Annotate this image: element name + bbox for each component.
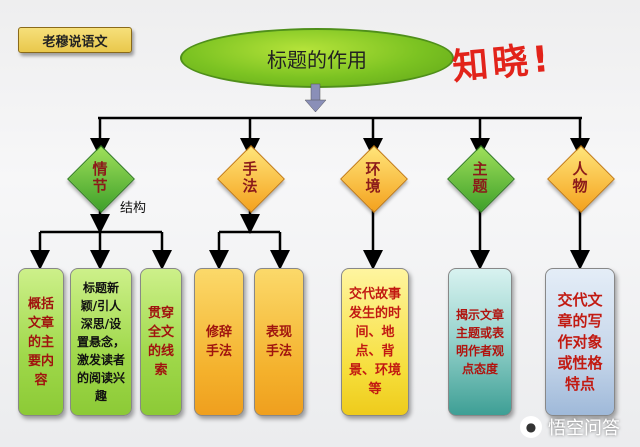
watermark-text: 悟空问答 <box>548 418 620 439</box>
branch-label-plot: 情节 <box>92 160 108 195</box>
content-box-text: 交代文章的写作对象或性格特点 <box>557 290 603 393</box>
root-label: 标题的作用 <box>267 47 367 72</box>
content-box-text: 标题新颖/引人深思/设置悬念，激发读者的阅读兴趣 <box>77 281 126 403</box>
content-box-text: 修辞手法 <box>205 325 232 359</box>
content-box-theme: 揭示文章主题或表明作者观点态度 <box>448 268 512 416</box>
content-box-text: 表现手法 <box>265 325 292 359</box>
content-box-text: 贯穿全文的线索 <box>147 306 174 378</box>
content-box-expression: 表现手法 <box>254 268 304 416</box>
watermark: ● 悟空问答 <box>520 414 620 440</box>
branch-label-theme: 主题 <box>472 160 488 195</box>
content-box-text: 交代故事发生的时间、地点、背景、环境等 <box>348 287 401 397</box>
structure-note: 结构 <box>120 201 147 216</box>
content-box-text: 概括文章的主要内容 <box>27 296 54 388</box>
branch-label-technique: 手法 <box>242 160 258 195</box>
content-box-thread: 贯穿全文的线索 <box>140 268 182 416</box>
content-box-hook: 标题新颖/引人深思/设置悬念，激发读者的阅读兴趣 <box>70 268 132 416</box>
branch-label-character: 人物 <box>572 160 588 195</box>
content-box-summary: 概括文章的主要内容 <box>18 268 64 416</box>
branch-label-setting: 环境 <box>365 160 381 195</box>
content-box-text: 揭示文章主题或表明作者观点态度 <box>455 308 504 376</box>
content-box-character: 交代文章的写作对象或性格特点 <box>545 268 615 416</box>
content-box-setting: 交代故事发生的时间、地点、背景、环境等 <box>341 268 409 416</box>
wukong-icon: ● <box>520 416 542 438</box>
content-box-rhetoric: 修辞手法 <box>194 268 244 416</box>
author-badge: 老穆说语文 <box>18 27 132 53</box>
